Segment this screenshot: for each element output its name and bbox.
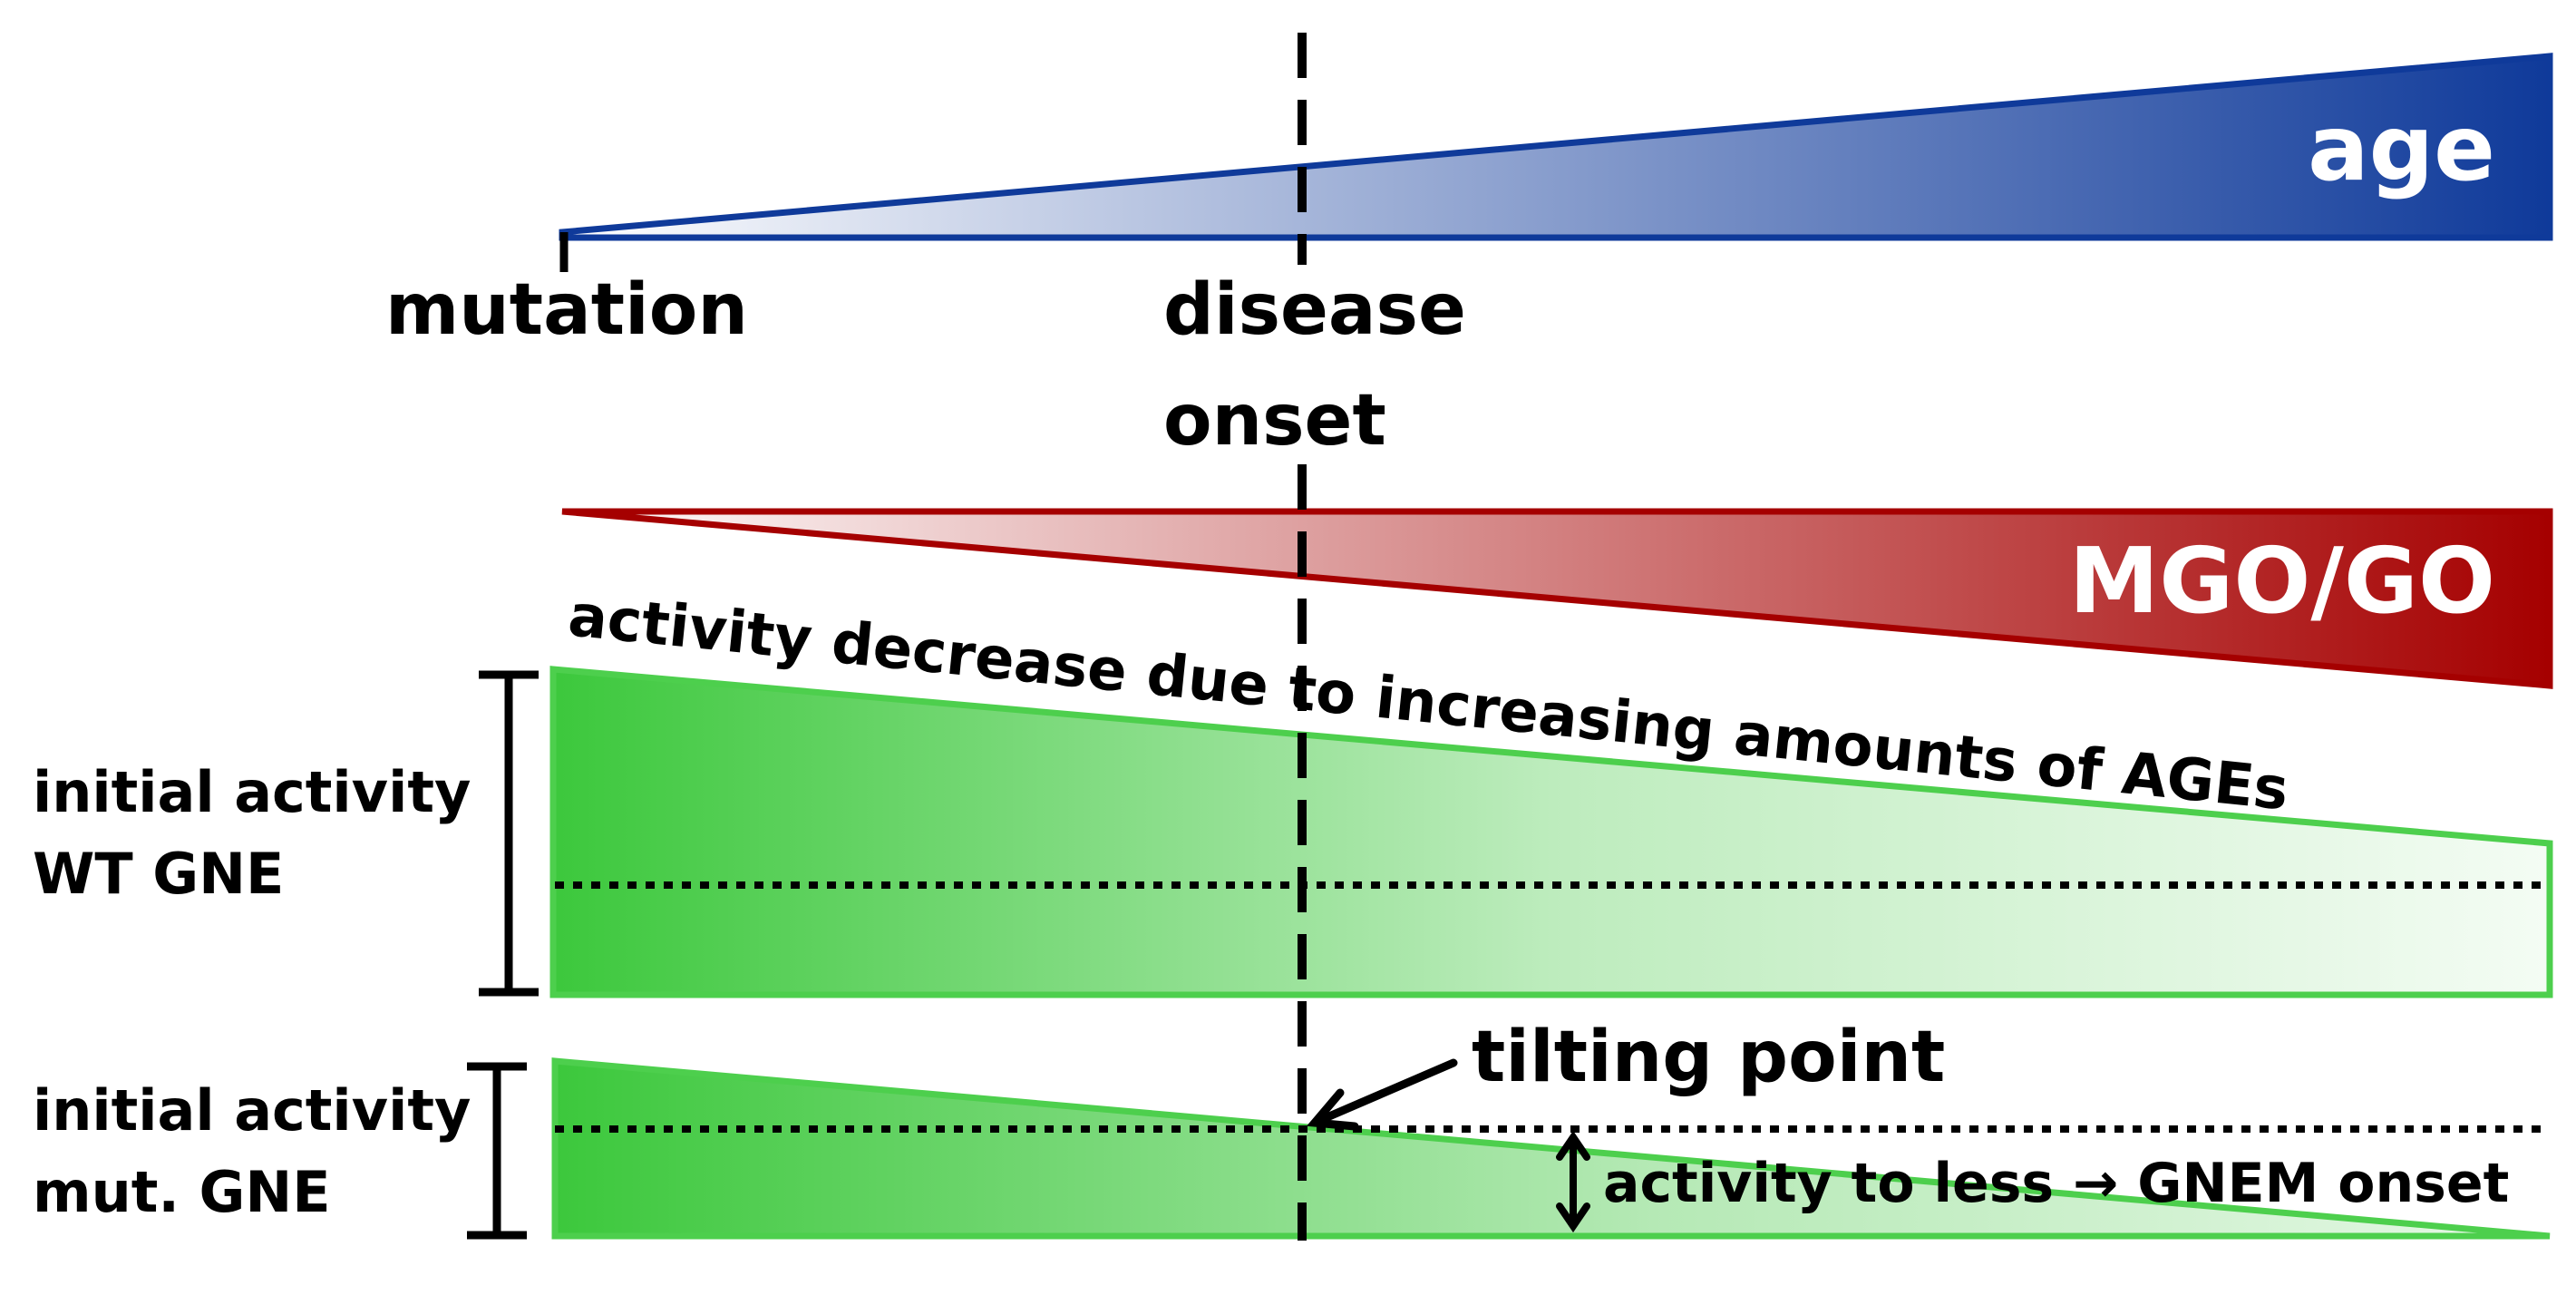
disease-onset-label-line1: disease xyxy=(1163,269,1466,351)
age-label: age xyxy=(2308,95,2495,201)
wt-label-line1: initial activity xyxy=(33,759,471,825)
mut-gne-activity-wedge xyxy=(551,1057,2551,1240)
wt-gne-activity-wedge xyxy=(549,666,2553,998)
gnem-gap-arrow xyxy=(1556,1130,1590,1233)
wt-label-line2: WT GNE xyxy=(33,841,284,907)
tilting-point-label: tilting point xyxy=(1472,1017,1945,1098)
age-wedge xyxy=(559,53,2553,241)
mgo-go-wedge xyxy=(561,508,2553,689)
mut-bracket xyxy=(467,1062,527,1240)
wt-bracket xyxy=(479,670,539,997)
disease-onset-label-line2: onset xyxy=(1163,380,1386,462)
gnem-onset-label: activity to less → GNEM onset xyxy=(1603,1152,2509,1215)
tilting-point-arrow xyxy=(1306,1058,1458,1131)
mgo-go-label: MGO/GO xyxy=(2069,528,2495,634)
mut-label-line2: mut. GNE xyxy=(33,1159,331,1225)
mutation-label: mutation xyxy=(385,269,748,351)
mut-label-line1: initial activity xyxy=(33,1077,471,1144)
